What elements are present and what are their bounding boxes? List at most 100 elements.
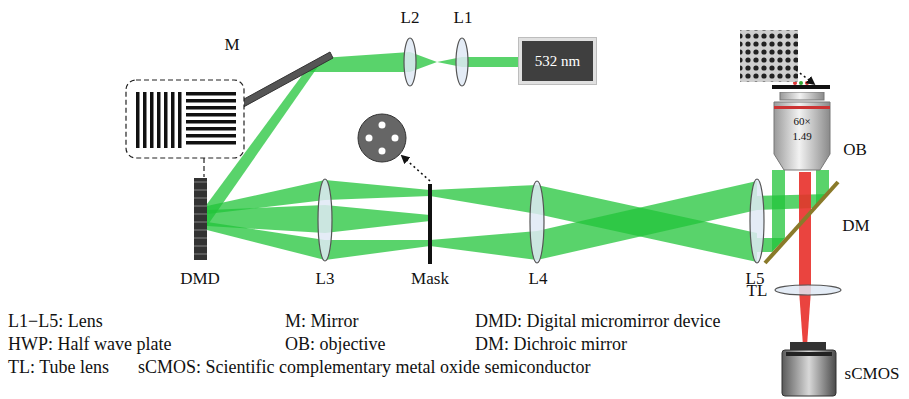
dmd-device xyxy=(194,206,207,207)
sample xyxy=(796,70,814,84)
dmd-device xyxy=(194,254,207,255)
dmd-device xyxy=(194,214,207,215)
component-label: sCMOS xyxy=(845,365,900,384)
legend-entry: OB: objective xyxy=(285,335,385,355)
scmos-camera xyxy=(782,350,836,396)
lens xyxy=(318,179,332,261)
pattern-callout xyxy=(186,92,236,96)
scmos-camera xyxy=(786,352,832,356)
fluorescence-beam xyxy=(799,290,811,346)
pattern-callout xyxy=(186,134,236,138)
laser-beam xyxy=(430,231,537,260)
component-label: Mask xyxy=(411,270,449,289)
mask xyxy=(379,122,386,129)
pattern-callout xyxy=(143,92,147,148)
pattern-callout xyxy=(150,92,154,148)
dmd-device xyxy=(194,198,207,199)
mask xyxy=(379,148,386,155)
mask xyxy=(366,135,373,142)
pattern-callout xyxy=(186,113,236,117)
laser-beam xyxy=(207,180,325,214)
lens xyxy=(530,181,544,263)
mask xyxy=(358,114,406,162)
laser-beam xyxy=(325,240,430,260)
component-label: L3 xyxy=(316,270,335,289)
laser-beam xyxy=(207,222,325,260)
laser-beam xyxy=(462,57,519,67)
sample xyxy=(805,81,809,85)
laser-beam xyxy=(537,181,757,260)
lens xyxy=(750,179,764,263)
pattern-callout xyxy=(186,106,236,110)
legend-entry: TL: Tube lens xyxy=(8,358,109,378)
pattern-callout xyxy=(171,92,175,148)
laser-beam xyxy=(325,180,430,200)
scmos-camera xyxy=(782,342,836,396)
legend-entry: L1−L5: Lens xyxy=(8,312,103,332)
pattern-callout xyxy=(136,92,140,148)
laser-source: 532 nm xyxy=(519,38,596,84)
pattern-callout xyxy=(157,92,161,148)
fluorescence-beam xyxy=(799,172,811,290)
mask xyxy=(392,135,399,142)
pattern-callout xyxy=(164,92,168,148)
component-label: L1 xyxy=(454,9,473,28)
objective-ring xyxy=(774,106,830,109)
node-text: 532 nm xyxy=(535,53,580,70)
sample xyxy=(740,30,830,89)
pattern-callout xyxy=(186,120,236,124)
objective-lens: 60× 1.49 xyxy=(772,92,832,172)
pattern-callout xyxy=(126,80,244,177)
component-label: L2 xyxy=(401,9,420,28)
pattern-callout xyxy=(186,99,236,103)
component-label: M xyxy=(224,36,239,55)
dmd-device xyxy=(194,190,207,191)
component-label: L4 xyxy=(529,270,548,289)
lens xyxy=(404,38,416,86)
lens xyxy=(775,285,841,295)
component-label: DMD xyxy=(180,270,220,289)
pattern-callout xyxy=(178,92,182,148)
objective-body xyxy=(774,102,830,170)
legend-entry: sCMOS: Scientific complementary metal ox… xyxy=(138,358,590,378)
laser-beam xyxy=(325,205,430,233)
lens xyxy=(456,38,468,86)
laser-beam xyxy=(207,52,829,262)
component-label: TL xyxy=(747,282,768,301)
pattern-callout xyxy=(136,92,182,148)
dichroic-mirror xyxy=(765,182,838,263)
mask xyxy=(358,114,432,264)
scmos-camera xyxy=(790,342,826,350)
pattern-callout xyxy=(126,80,244,158)
objective-body xyxy=(780,92,824,100)
dmd-device xyxy=(194,230,207,231)
mask xyxy=(402,156,430,181)
node-text: 60× 1.49 xyxy=(789,114,815,144)
pattern-callout xyxy=(186,127,236,131)
sample xyxy=(772,85,830,89)
pattern-callout xyxy=(203,158,204,177)
pattern-callout xyxy=(186,141,236,145)
legend-entry: DM: Dichroic mirror xyxy=(475,335,627,355)
legend-entry: HWP: Half wave plate xyxy=(8,335,171,355)
dmd-device xyxy=(194,182,207,254)
dichroic-mirror xyxy=(765,182,838,263)
dmd-device xyxy=(194,178,207,260)
dmd-device xyxy=(194,246,207,247)
dmd-device xyxy=(194,222,207,223)
fluorescence-beam xyxy=(799,172,811,346)
component-label: OB xyxy=(843,141,867,160)
dmd-device xyxy=(194,238,207,239)
dmd-device xyxy=(194,182,207,183)
legend-entry: M: Mirror xyxy=(285,312,359,332)
sample xyxy=(740,30,798,82)
sample xyxy=(799,81,803,85)
laser-beam xyxy=(772,170,785,252)
pattern-callout xyxy=(186,92,236,145)
laser-beam xyxy=(430,185,537,214)
mask xyxy=(428,184,432,264)
dmd-device xyxy=(194,178,207,260)
component-label: DM xyxy=(842,217,869,236)
legend-entry: DMD: Digital micromirror device xyxy=(475,312,720,332)
